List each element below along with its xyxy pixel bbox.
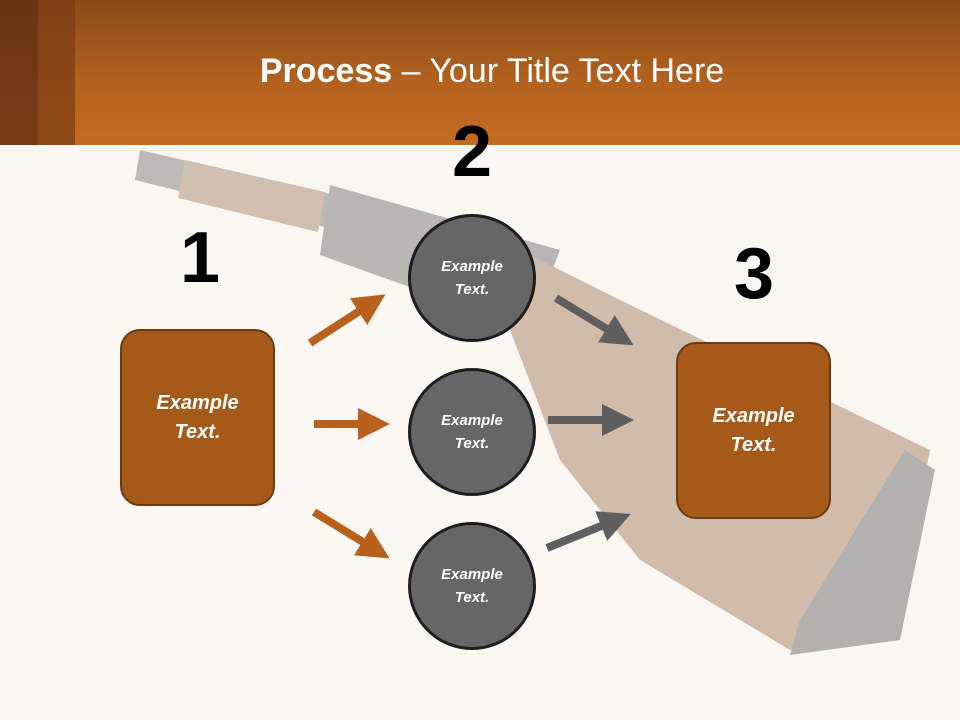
step3-box: Example Text.	[676, 342, 831, 519]
step-number-2: 2	[451, 112, 493, 192]
page-title: Process – Your Title Text Here	[0, 52, 960, 91]
header-accent-stripe	[38, 0, 75, 145]
step2-circle-top: Example Text.	[408, 214, 536, 342]
circle-top-text: Example Text.	[441, 258, 503, 298]
step3-box-text: Example Text.	[712, 404, 795, 456]
step1-box-text: Example Text.	[156, 391, 239, 443]
circle-middle-text: Example Text.	[441, 412, 503, 452]
title-rest: – Your Title Text Here	[392, 52, 725, 90]
header-accent-stripe	[0, 0, 38, 145]
title-bar: Process – Your Title Text Here	[0, 0, 960, 145]
title-bold: Process	[259, 52, 393, 90]
circle-bottom-text: Example Text.	[441, 566, 503, 606]
step-number-1: 1	[179, 218, 221, 298]
step2-circle-bottom: Example Text.	[408, 522, 536, 650]
step1-box: Example Text.	[120, 329, 275, 506]
step-number-3: 3	[733, 234, 775, 314]
step2-circle-middle: Example Text.	[408, 368, 536, 496]
